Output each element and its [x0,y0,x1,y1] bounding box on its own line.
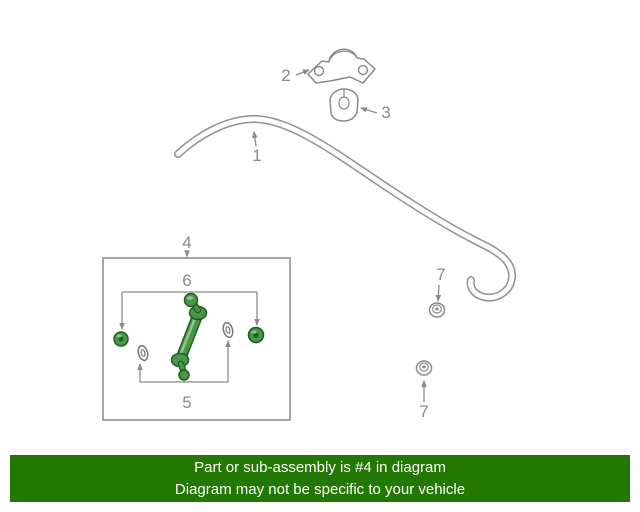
link-washer-right [222,321,234,339]
callout-7-lower-label: 7 [419,402,428,421]
callout-2: 2 [281,66,310,85]
callout-7-upper-label: 7 [436,265,445,284]
callout-7-lower: 7 [419,380,429,421]
stabilizer-bar [174,114,516,302]
callout-5-label: 5 [182,393,191,412]
callout-6: 6 [119,271,260,330]
info-banner: Part or sub-assembly is #4 in diagram Di… [10,455,630,502]
parts-diagram: 1 2 3 4 6 [102,48,516,421]
bar-nut-lower [415,360,433,376]
callout-1-label: 1 [252,146,261,165]
info-banner-line2: Diagram may not be specific to your vehi… [174,480,466,498]
callout-2-label: 2 [281,66,290,85]
bar-nut-upper [428,302,446,318]
stabilizer-link [170,292,208,381]
callout-3: 3 [360,103,391,122]
link-nut-right [247,326,265,344]
callout-3-label: 3 [381,103,390,122]
bushing-part [329,88,359,122]
callout-5: 5 [137,340,231,412]
callout-6-label: 6 [182,271,191,290]
callout-1: 1 [252,131,262,165]
callout-7-upper: 7 [435,265,446,302]
callout-4: 4 [182,233,192,258]
link-washer-left [137,344,149,362]
info-banner-line1: Part or sub-assembly is #4 in diagram [194,458,446,476]
callout-4-label: 4 [182,233,191,252]
link-nut-left [113,331,129,347]
bracket-part [307,48,376,84]
